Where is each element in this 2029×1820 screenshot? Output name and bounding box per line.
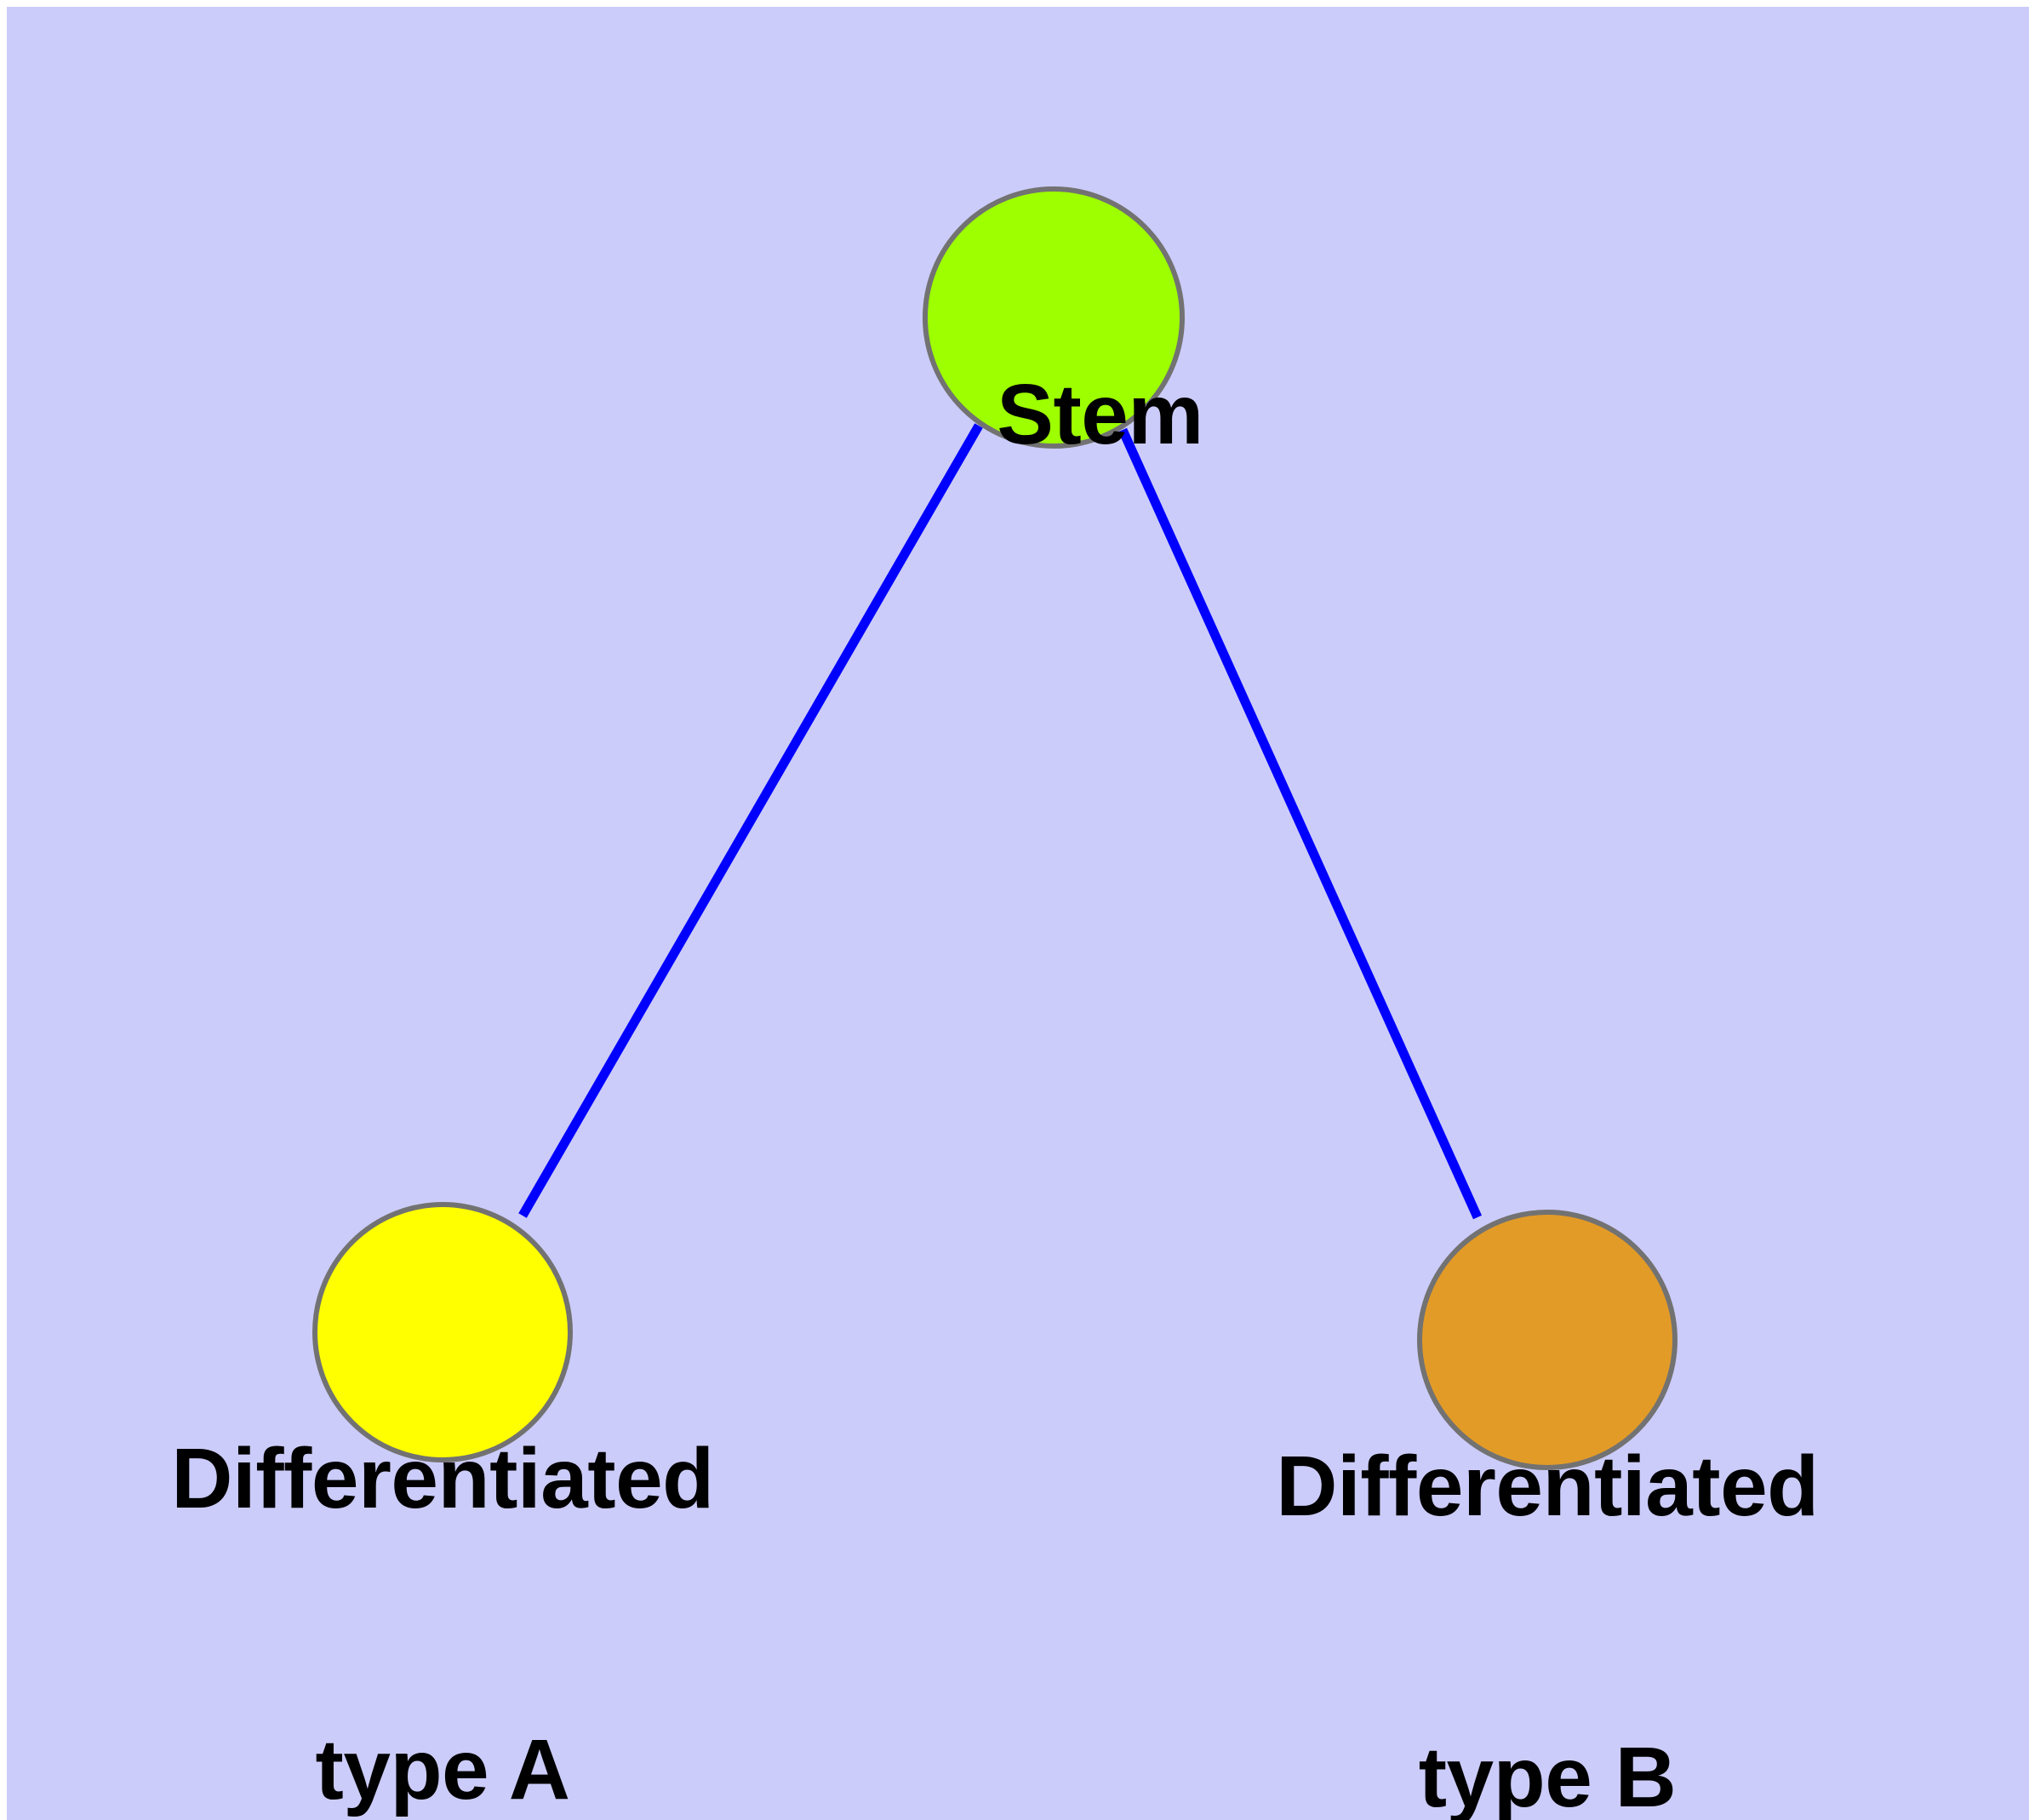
node-differentiated-type-a[interactable] <box>312 1202 573 1462</box>
edge-stem-diff-b <box>1117 427 1483 1220</box>
node-differentiated-type-b[interactable] <box>1417 1210 1677 1470</box>
edge-stem-diff-a <box>518 423 983 1218</box>
node-stem[interactable] <box>923 186 1185 449</box>
